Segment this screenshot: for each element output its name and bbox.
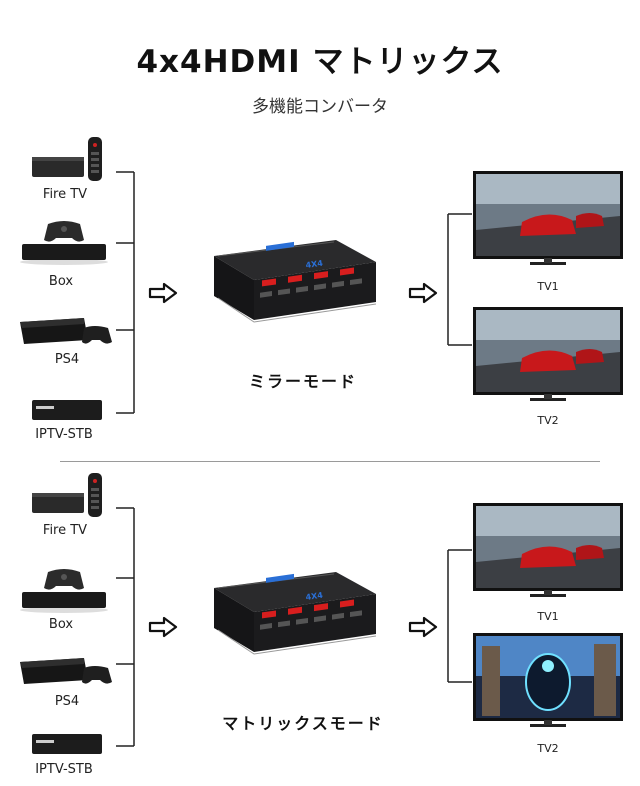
mirror-mode-section: Fire TV Box PS4 IPTV-STB <box>0 130 640 450</box>
matrix-mode-section: Fire TV Box PS4 IPTV-STB <box>0 466 640 786</box>
iptv-stb-device <box>30 730 106 758</box>
tv-label-tv2: TV2 <box>537 742 559 755</box>
game-box-device <box>18 216 110 266</box>
svg-text:4X4: 4X4 <box>305 591 324 602</box>
right-arrow-icon <box>148 282 178 304</box>
hdmi-matrix-device: 4X4 <box>208 238 384 338</box>
source-label-iptv-stb: IPTV-STB <box>35 762 93 777</box>
right-arrow-icon <box>408 282 438 304</box>
ps4-device <box>18 308 114 350</box>
right-arrow-icon <box>148 616 178 638</box>
tv2-screen <box>472 306 624 410</box>
source-label-box: Box <box>48 274 74 289</box>
right-arrow-icon <box>408 616 438 638</box>
game-box-device <box>18 564 110 614</box>
mode-label-mirror: ミラーモード <box>248 372 357 391</box>
svg-text:4X4: 4X4 <box>305 259 324 270</box>
source-label-fire-tv: Fire TV <box>42 187 88 202</box>
tv1-screen <box>472 502 624 606</box>
source-label-ps4: PS4 <box>54 694 80 709</box>
source-label-fire-tv: Fire TV <box>42 523 88 538</box>
tv-label-tv2: TV2 <box>537 414 559 427</box>
page-title: 4x4HDMI マトリックス <box>136 44 504 80</box>
ps4-device <box>18 648 114 690</box>
source-bracket <box>116 171 472 414</box>
tv2-screen <box>472 632 624 736</box>
fire-tv-device <box>30 135 114 185</box>
tv-label-tv1: TV1 <box>537 610 559 623</box>
source-label-box: Box <box>48 617 74 632</box>
iptv-stb-device <box>30 396 106 424</box>
source-label-iptv-stb: IPTV-STB <box>35 427 93 442</box>
section-divider <box>60 461 600 462</box>
tv1-screen <box>472 170 624 274</box>
hdmi-matrix-device: 4X4 <box>208 570 384 670</box>
fire-tv-device <box>30 471 114 521</box>
tv-label-tv1: TV1 <box>537 280 559 293</box>
mode-label-matrix: マトリックスモード <box>222 714 384 733</box>
source-label-ps4: PS4 <box>54 352 80 367</box>
source-bracket <box>116 507 472 747</box>
page-subtitle: 多機能コンバータ <box>252 97 388 117</box>
